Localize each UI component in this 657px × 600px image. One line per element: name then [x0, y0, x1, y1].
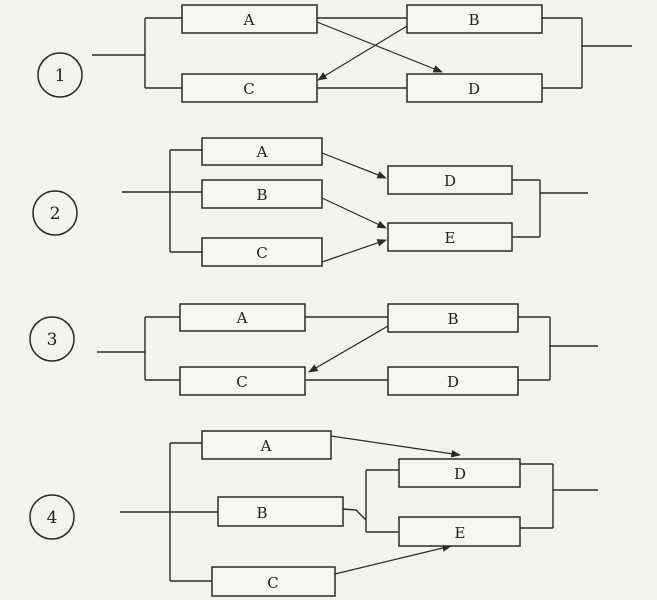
block-c-label: C — [243, 80, 254, 98]
diagram-2-number: 2 — [50, 204, 61, 224]
diagram-3-block-a: A — [179, 303, 306, 332]
block-b-label: B — [256, 504, 267, 522]
diagram-1-block-c: C — [181, 73, 318, 103]
diagram-1-number-circle — [37, 52, 83, 98]
diagram-2: 2 A B C D — [32, 137, 588, 267]
diagram-1-block-b: B — [406, 4, 543, 34]
block-a-label: A — [243, 11, 255, 29]
diagram-2-block-e: E — [387, 222, 513, 252]
block-c-label: C — [236, 373, 247, 391]
block-e-label: E — [455, 524, 466, 542]
diagram-4-number: 4 — [47, 508, 58, 528]
diagram-1-block-d: D — [406, 73, 543, 103]
block-b-label: B — [447, 310, 458, 328]
block-a-label: A — [236, 309, 248, 327]
block-d-label: D — [447, 373, 459, 391]
block-c-label: C — [267, 574, 278, 592]
diagram-3-number: 3 — [47, 330, 58, 350]
diagram-1-wires — [92, 17, 632, 89]
diagram-1: 1 A B C — [37, 4, 632, 103]
block-b-label: B — [468, 11, 479, 29]
block-e-label: E — [445, 229, 456, 247]
diagram-4-block-c: C — [211, 566, 336, 597]
diagram-1-arrows — [316, 21, 443, 81]
diagram-4-block-b: B — [217, 496, 344, 527]
diagram-3-arrows — [308, 325, 389, 373]
block-c-label: C — [256, 244, 267, 262]
diagram-2-block-d: D — [387, 165, 513, 195]
diagram-4-block-a: A — [201, 430, 332, 460]
block-a-label: A — [256, 143, 268, 161]
diagram-3-block-c: C — [179, 366, 306, 396]
block-d-label: D — [454, 465, 466, 483]
block-b-label: B — [256, 186, 267, 204]
diagram-3-wires — [97, 316, 598, 381]
diagram-4-arrows — [330, 435, 461, 575]
diagram-4: 4 A B C — [29, 430, 598, 597]
diagram-4-block-e: E — [398, 516, 521, 547]
diagram-4-block-d: D — [398, 458, 521, 488]
block-d-label: D — [444, 172, 456, 190]
block-a-label: A — [260, 437, 272, 455]
diagram-3: 3 A B C D — [29, 303, 598, 396]
diagram-2-wires — [122, 149, 588, 253]
block-d-label: D — [468, 80, 480, 98]
diagram-2-block-a: A — [201, 137, 323, 166]
diagram-2-block-c: C — [201, 237, 323, 267]
diagram-2-block-b: B — [201, 179, 323, 209]
diagram-3-block-b: B — [387, 303, 519, 333]
diagram-2-number-circle — [32, 190, 78, 236]
diagram-4-wires — [120, 442, 598, 582]
diagram-1-number: 1 — [55, 66, 66, 86]
diagram-3-number-circle — [29, 316, 75, 362]
diagram-4-number-circle — [29, 494, 75, 540]
diagram-1-block-a: A — [181, 4, 318, 34]
diagram-3-block-d: D — [387, 366, 519, 396]
diagram-2-arrows — [321, 152, 387, 263]
